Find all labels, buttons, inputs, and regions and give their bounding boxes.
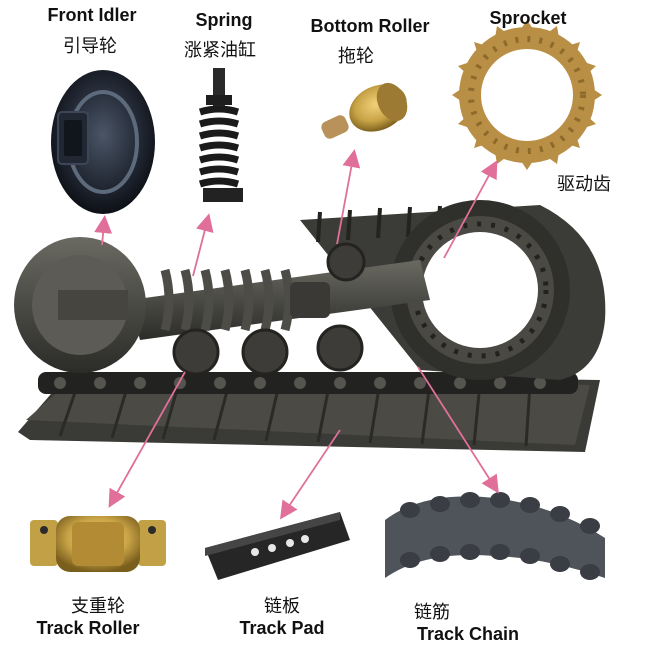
sprocket-label-en: Sprocket [489,8,567,28]
spring-label-zh: 涨紧油缸 [184,40,256,61]
front-idler-label-en: Front Idler [47,5,137,25]
spring-thumbnail [198,68,243,202]
bottom-roller-thumbnail [321,82,408,139]
front-idler-thumbnail [51,70,155,214]
arrow-track-roller [108,371,186,508]
arrow-track-pad [279,429,341,520]
track-pad-label-zh: 链板 [264,596,300,617]
sprocket-label-zh: 驱动齿 [557,174,611,195]
sprocket-thumbnail [452,20,602,170]
undercarriage-assembly [14,200,606,452]
arrow-track-chain [417,366,499,494]
track-pad-label-en: Track Pad [239,618,325,638]
arrow-front-idler [94,215,113,246]
front-idler-label-zh: 引导轮 [63,36,117,57]
track-roller-label-zh: 支重轮 [71,596,125,617]
arrow-bottom-roller [336,149,361,245]
track-chain-label-en: Track Chain [416,624,520,644]
bottom-roller-label-en: Bottom Roller [310,16,430,36]
spring-label-en: Spring [195,10,253,30]
track-chain-thumbnail [385,492,605,580]
track-pad-thumbnail [205,512,350,580]
arrow-spring [192,213,214,277]
track-roller-thumbnail [30,516,166,572]
track-chain-label-zh: 链筋 [414,602,450,623]
track-roller-label-en: Track Roller [36,618,140,638]
arrow-sprocket [443,160,498,259]
bottom-roller-label-zh: 拖轮 [338,46,374,67]
